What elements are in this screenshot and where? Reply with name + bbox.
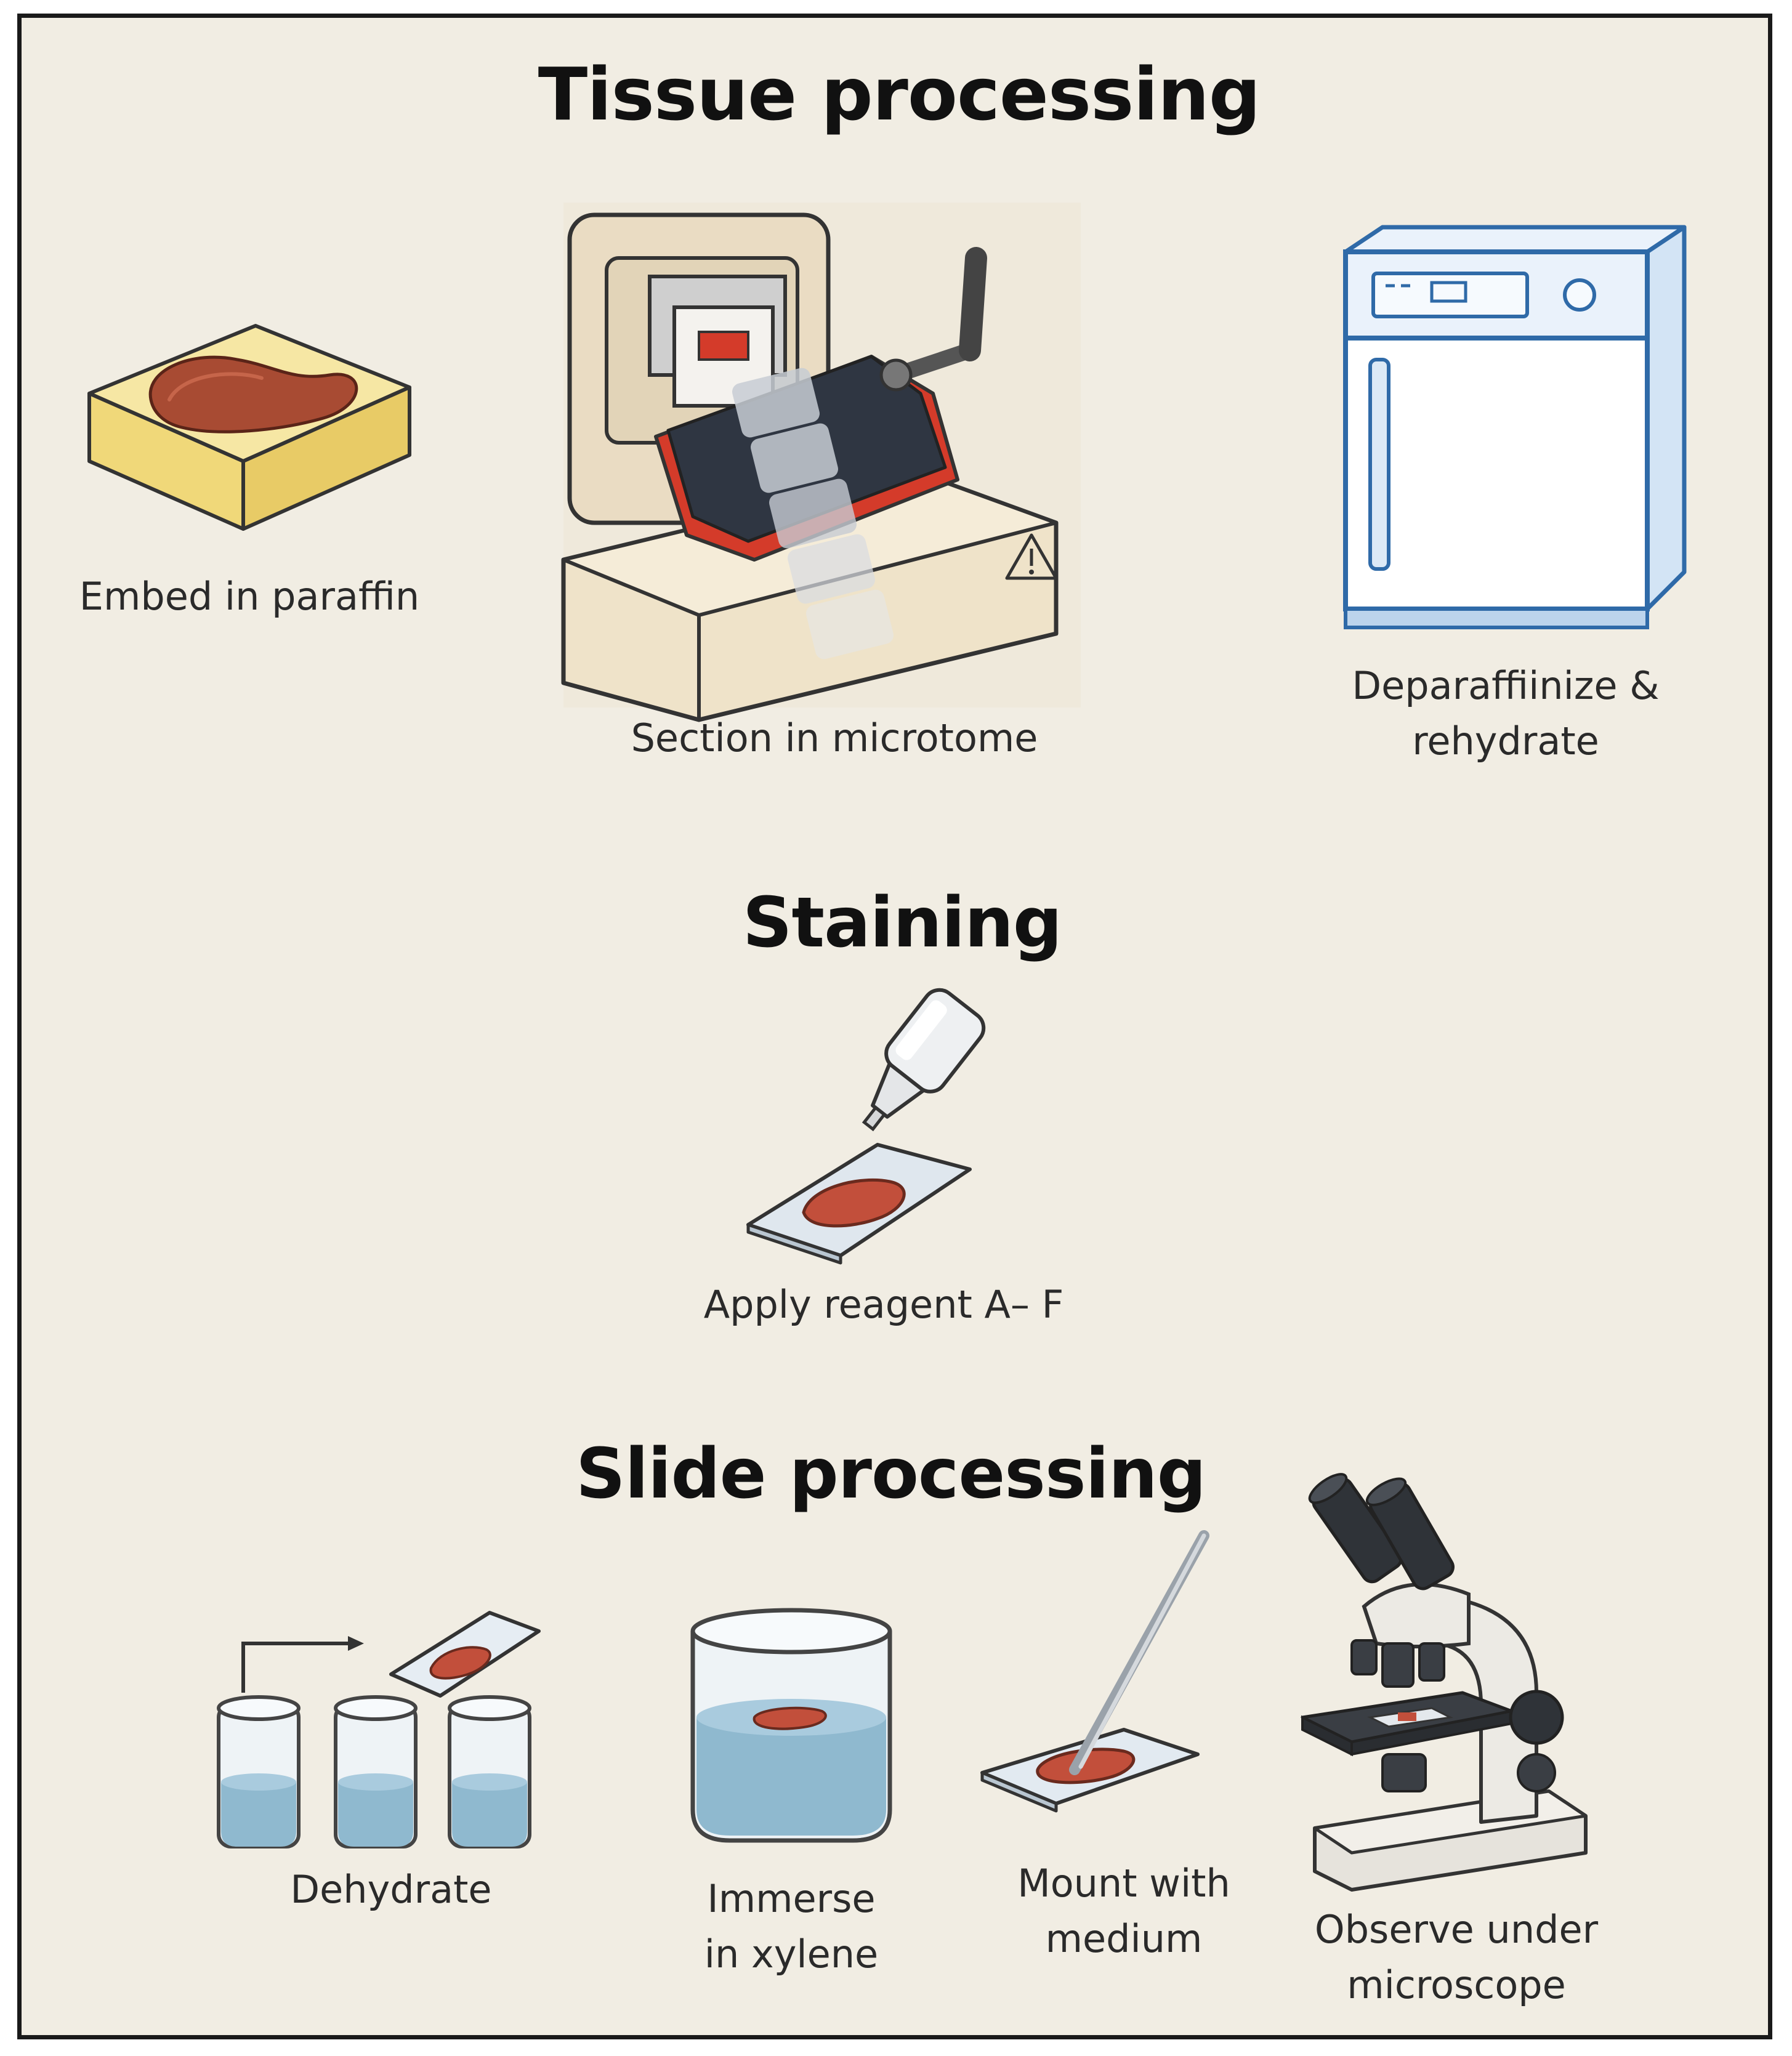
step-dehydrate-label: Dehydrate [290,1867,492,1912]
staining-title: Staining [742,883,1062,963]
tissue-processing-title: Tissue processing [538,52,1261,137]
mount-slide-icon [980,1530,1209,1813]
xylene-beaker-icon [690,1608,892,1843]
step-section-label: Section in microtome [631,716,1038,760]
beakers-icon [217,1611,541,1848]
microtome-icon [561,203,1081,722]
oven-icon [1343,225,1687,629]
step-apply-reagent-label: Apply reagent A– F [703,1282,1064,1327]
step-immerse-label: Immerse in xylene [704,1876,879,1977]
step-mount-label: Mount with medium [1017,1861,1230,1961]
step-observe-label: Observe under microscope [1314,1907,1599,2007]
step-deparaffinize-label: Deparaffiinize & rehydrate [1352,663,1660,764]
dropper-slide-icon [746,988,986,1265]
step-embed-label: Embed in paraffin [79,574,420,619]
paraffin-block-icon [87,324,411,531]
microscope-icon [1301,1473,1588,1892]
slide-processing-title: Slide processing [576,1434,1206,1514]
diagram-frame: Tissue processing Embed in paraffin [17,14,1772,2039]
